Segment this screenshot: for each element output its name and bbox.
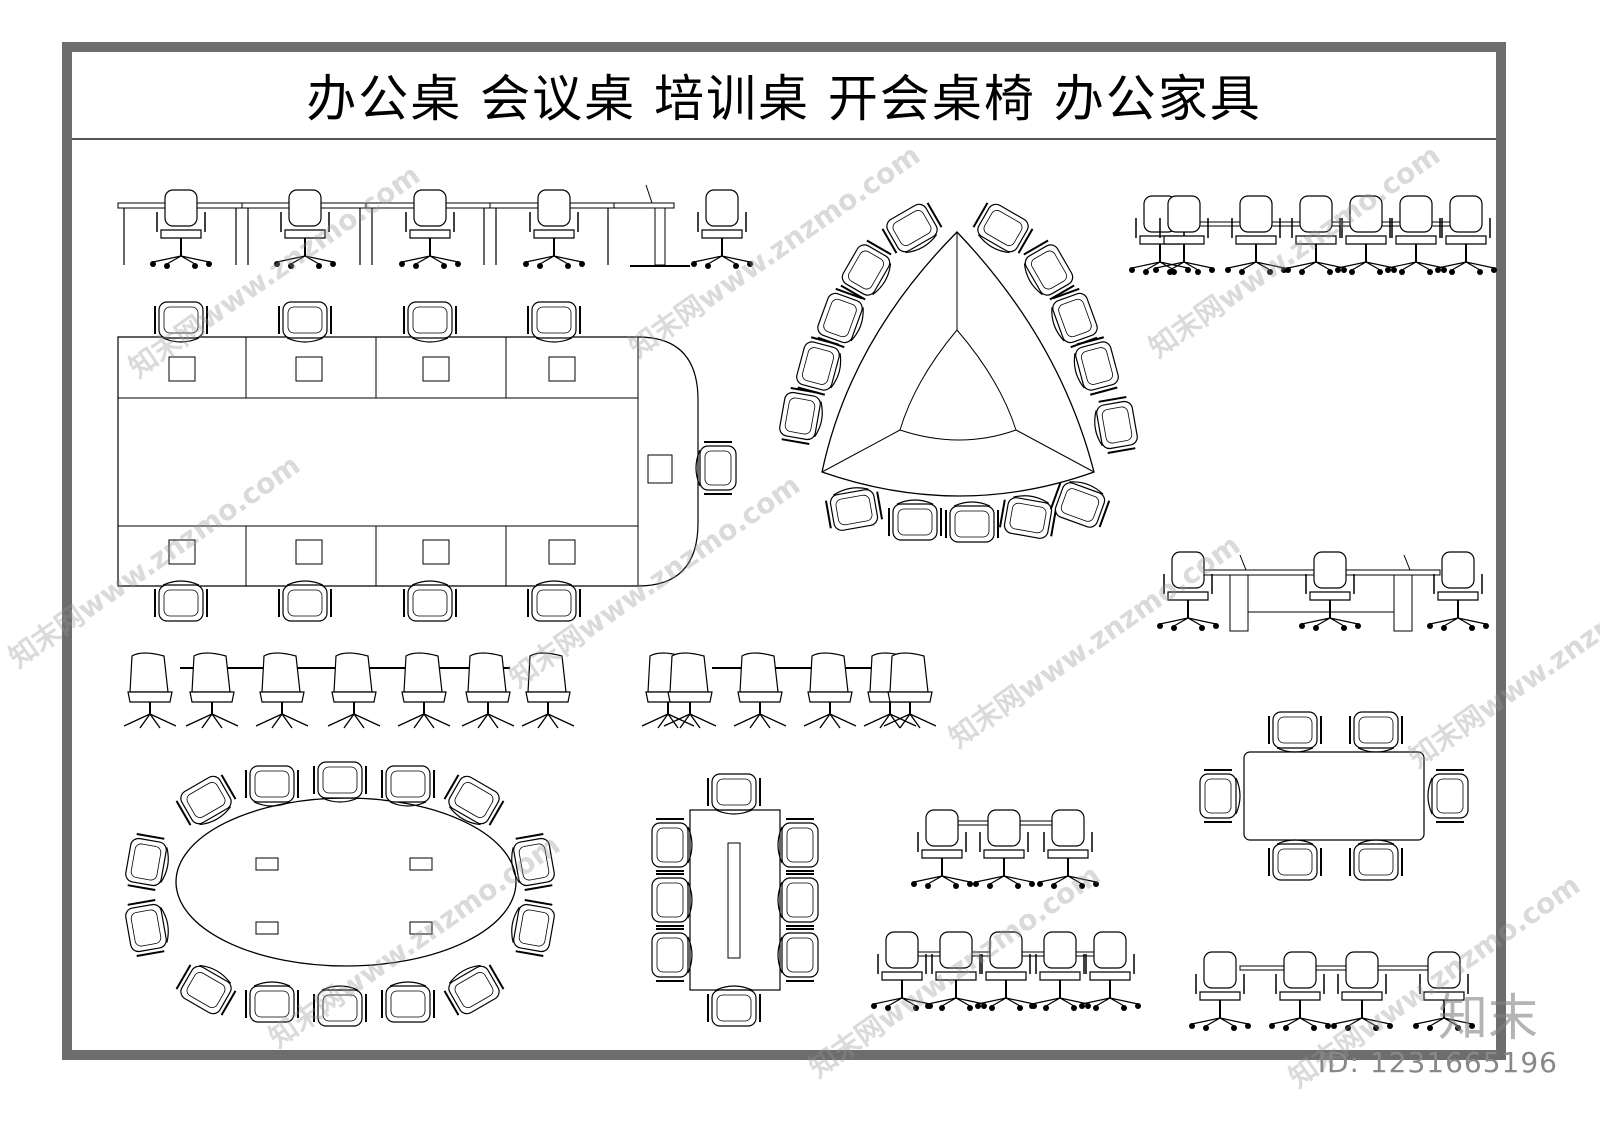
meeting-set-side-view-2: [870, 931, 1142, 1012]
image-id-label: ID: 1231665196: [1317, 1046, 1558, 1079]
lounge-chairs-right: [641, 652, 937, 729]
oval-conference-table: [122, 761, 558, 1027]
workstation-side-view: [117, 184, 754, 270]
training-table-top-view: [117, 301, 737, 622]
narrow-meeting-table: [651, 773, 819, 1027]
manager-desk-side-view: [1156, 551, 1490, 632]
lounge-chairs-left: [123, 652, 575, 729]
rectangular-table-8-seats: [1199, 711, 1469, 881]
conference-side-elevation: [1128, 195, 1498, 276]
meeting-set-side-view-3: [1188, 951, 1476, 1032]
watermark-logo: 知末: [1438, 989, 1538, 1047]
triangle-conference-table: [776, 198, 1141, 543]
meeting-set-side-view-1: [910, 809, 1100, 890]
sheet-title: 办公桌 会议桌 培训桌 开会桌椅 办公家具: [72, 52, 1496, 140]
